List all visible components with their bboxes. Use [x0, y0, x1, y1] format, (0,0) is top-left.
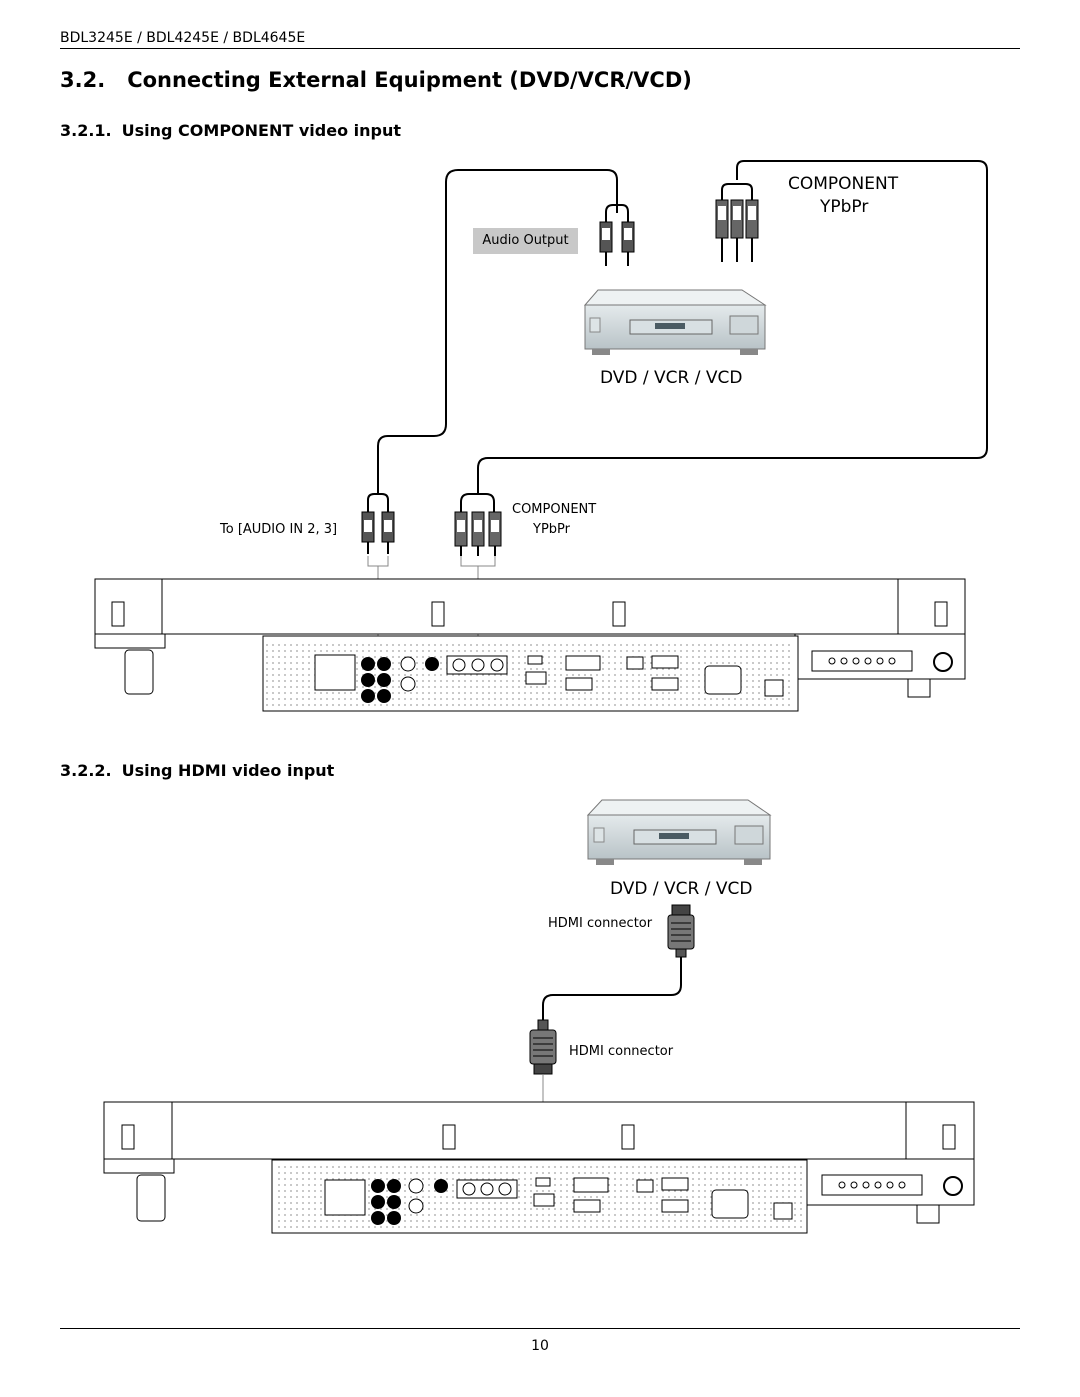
top-component-label: COMPONENT	[788, 174, 899, 194]
component-heading: 3.2.1. Using COMPONENT video input	[60, 121, 401, 140]
dvd-vcr-vcd-label-1: DVD / VCR / VCD	[600, 368, 743, 388]
hdmi-connector-label-bottom: HDMI connector	[569, 1044, 674, 1059]
component-cable	[460, 160, 988, 512]
component-heading-number: 3.2.1.	[60, 121, 112, 140]
page-number: 10	[531, 1338, 549, 1354]
hdmi-cable	[529, 904, 695, 1170]
header-model-list: BDL3245E / BDL4245E / BDL4645E	[60, 30, 306, 46]
footer-rule	[60, 1328, 1020, 1329]
bottom-ypbpr-label: YPbPr	[533, 522, 570, 537]
top-ypbpr-label: YPbPr	[820, 197, 869, 217]
dvd-vcr-vcd-label-2: DVD / VCR / VCD	[610, 879, 753, 899]
monitor-rear-panel-2	[103, 1101, 975, 1234]
section-title-text: Connecting External Equipment (DVD/VCR/V…	[127, 68, 692, 92]
component-heading-text: Using COMPONENT video input	[121, 121, 401, 140]
hdmi-heading-text: Using HDMI video input	[121, 761, 335, 780]
header-rule	[60, 48, 1020, 49]
dvd-player-2	[586, 799, 772, 865]
bottom-component-label: COMPONENT	[512, 502, 597, 517]
component-in-plugs	[454, 511, 502, 660]
section-title: 3.2. Connecting External Equipment (DVD/V…	[60, 68, 692, 92]
monitor-rear-panel-1	[94, 578, 966, 712]
audio-output-label: Audio Output	[473, 228, 578, 254]
hdmi-heading: 3.2.2. Using HDMI video input	[60, 761, 334, 780]
component-output-plugs	[715, 199, 759, 262]
dvd-player-1	[583, 289, 767, 355]
hdmi-connector-label-top: HDMI connector	[548, 916, 653, 931]
audio-cable	[367, 169, 629, 512]
audio-output-plugs	[599, 221, 635, 266]
audio-in-label: To [AUDIO IN 2, 3]	[220, 522, 338, 537]
section-number: 3.2.	[60, 68, 106, 92]
hdmi-heading-number: 3.2.2.	[60, 761, 112, 780]
